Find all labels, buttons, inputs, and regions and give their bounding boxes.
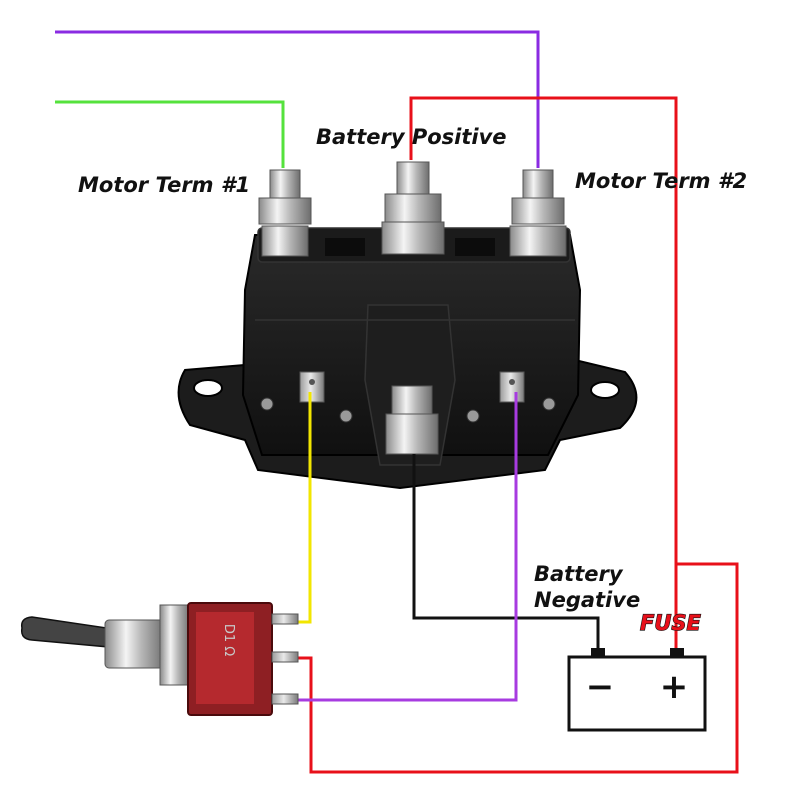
switch-terminal-bottom: [271, 693, 299, 705]
label-battery-negative-line1: Battery: [534, 562, 624, 586]
wire-red-battery-positive: [409, 96, 678, 652]
mount-hole-right: [590, 381, 620, 399]
wire-red-switch: [298, 562, 739, 774]
switch-terminal-middle: [271, 651, 299, 663]
wire-black-ground: [412, 454, 600, 652]
wire-purple-control: [298, 392, 518, 702]
wire-green-motor-1: [55, 100, 285, 168]
label-battery-negative-line2: Negative: [534, 588, 640, 612]
control-spade-right: [499, 371, 525, 403]
battery-case: [567, 655, 707, 732]
switch-terminal-top: [271, 613, 299, 625]
label-fuse: FUSE: [640, 611, 702, 635]
mount-hole-left: [193, 379, 223, 397]
switch-marking: D1 Ω: [221, 624, 236, 656]
label-motor-term-1: Motor Term #1: [78, 173, 250, 197]
motor-term-2-post: [509, 169, 567, 257]
battery: − +: [567, 648, 707, 732]
battery-negative-sign: −: [586, 667, 615, 707]
battery-positive-sign: +: [660, 667, 689, 707]
control-spade-left: [299, 371, 325, 403]
battery-positive-post: [381, 161, 445, 255]
toggle-switch: D1 Ω: [20, 602, 299, 716]
label-motor-term-2: Motor Term #2: [575, 169, 747, 193]
wire-purple-motor-2: [55, 30, 540, 168]
wire-yellow-control: [298, 392, 312, 624]
ground-post: [385, 385, 439, 455]
label-battery-positive: Battery Positive: [316, 125, 507, 149]
motor-term-1-post: [258, 169, 312, 257]
